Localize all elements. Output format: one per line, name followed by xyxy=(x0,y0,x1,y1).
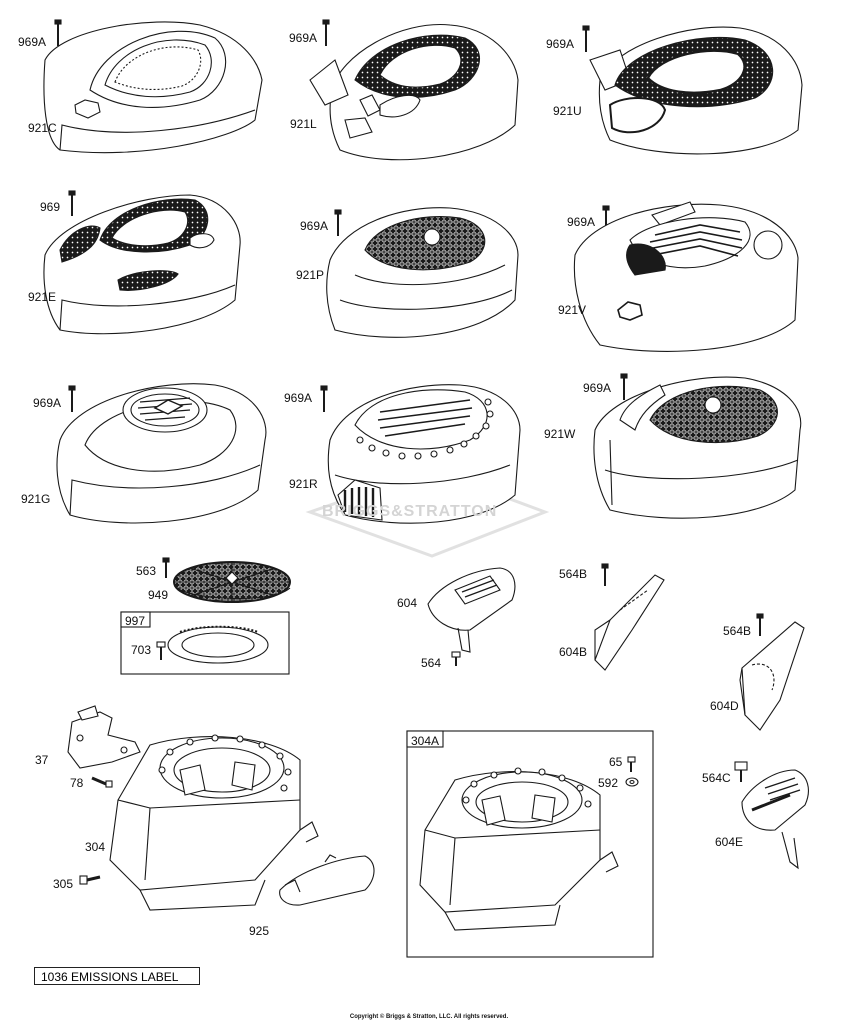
emissions-label-box: 1036 EMISSIONS LABEL xyxy=(34,967,200,985)
screen-949 xyxy=(173,561,291,603)
cover-921u xyxy=(589,26,803,155)
box-304a-tag xyxy=(406,730,444,748)
label-969a-6: 969A xyxy=(33,396,62,410)
label-921v: 921V xyxy=(558,303,587,317)
label-921u: 921U xyxy=(553,104,582,118)
screw-564b-1 xyxy=(601,563,609,586)
label-921w: 921W xyxy=(544,427,576,441)
label-921r: 921R xyxy=(289,477,318,491)
label-564b-2: 564B xyxy=(723,624,752,638)
screw-969a-6 xyxy=(68,385,76,412)
label-925: 925 xyxy=(249,924,270,938)
label-37: 37 xyxy=(35,753,49,767)
label-997: 997 xyxy=(125,614,146,628)
label-969a-7: 969A xyxy=(284,391,313,405)
label-969a-1: 969A xyxy=(18,35,47,49)
screw-969 xyxy=(68,190,76,216)
label-969a-5: 969A xyxy=(567,215,596,229)
label-604b: 604B xyxy=(559,645,588,659)
screw-969a-4 xyxy=(334,209,342,236)
screw-564 xyxy=(451,651,461,666)
screw-969a-3 xyxy=(582,25,590,52)
label-969a-8: 969A xyxy=(583,381,612,395)
screw-564c xyxy=(734,761,748,782)
label-969a-3: 969A xyxy=(546,37,575,51)
screw-563 xyxy=(162,557,170,578)
label-921c: 921C xyxy=(28,121,57,135)
label-592: 592 xyxy=(598,776,619,790)
screw-969a-7 xyxy=(320,385,328,412)
cover-921v xyxy=(573,201,799,352)
cover-921e xyxy=(43,194,241,335)
label-564c: 564C xyxy=(702,771,731,785)
screw-703 xyxy=(156,641,166,660)
screw-969a-1 xyxy=(54,19,62,46)
part-604d xyxy=(739,621,805,731)
part-604e xyxy=(741,769,809,870)
screw-969a-2 xyxy=(322,19,330,46)
label-921p: 921P xyxy=(296,268,325,282)
label-78: 78 xyxy=(70,776,84,790)
housing-304 xyxy=(109,734,319,911)
bracket-37 xyxy=(67,705,141,769)
label-604d: 604D xyxy=(710,699,739,713)
copyright-text: Copyright © Briggs & Stratton, LLC. All … xyxy=(349,1014,509,1020)
label-921l: 921L xyxy=(290,117,317,131)
label-563: 563 xyxy=(136,564,157,578)
screw-564b-2 xyxy=(756,613,764,636)
part-604 xyxy=(427,567,516,653)
box-304a-frame xyxy=(406,730,654,958)
label-604: 604 xyxy=(397,596,418,610)
label-703: 703 xyxy=(131,643,152,657)
cover-921l xyxy=(309,23,519,161)
label-921e: 921E xyxy=(28,290,57,304)
label-921g: 921G xyxy=(21,492,51,506)
part-604b xyxy=(594,574,665,671)
cover-921r xyxy=(327,384,521,524)
label-969: 969 xyxy=(40,200,61,214)
screw-78 xyxy=(91,776,113,788)
label-65: 65 xyxy=(609,755,623,769)
label-304: 304 xyxy=(85,840,106,854)
cover-921c xyxy=(43,21,263,154)
ring-997 xyxy=(167,625,269,664)
screw-969a-8 xyxy=(620,373,628,400)
cover-921p xyxy=(326,207,519,338)
label-604e: 604E xyxy=(715,835,744,849)
box-997-tag xyxy=(120,611,151,628)
label-304a: 304A xyxy=(411,734,440,748)
part-925 xyxy=(279,854,375,906)
label-969a-4: 969A xyxy=(300,219,329,233)
screw-65 xyxy=(627,756,636,772)
label-564b-1: 564B xyxy=(559,567,588,581)
watermark-text: BRIGGS&STRATTON xyxy=(322,503,498,520)
label-949: 949 xyxy=(148,588,169,602)
label-969a-2: 969A xyxy=(289,31,318,45)
screw-305 xyxy=(79,875,101,885)
cover-921g xyxy=(56,383,267,524)
label-305: 305 xyxy=(53,877,74,891)
cover-921w xyxy=(593,376,802,519)
housing-304a xyxy=(419,767,619,931)
label-564: 564 xyxy=(421,656,442,670)
nut-592 xyxy=(625,777,639,787)
